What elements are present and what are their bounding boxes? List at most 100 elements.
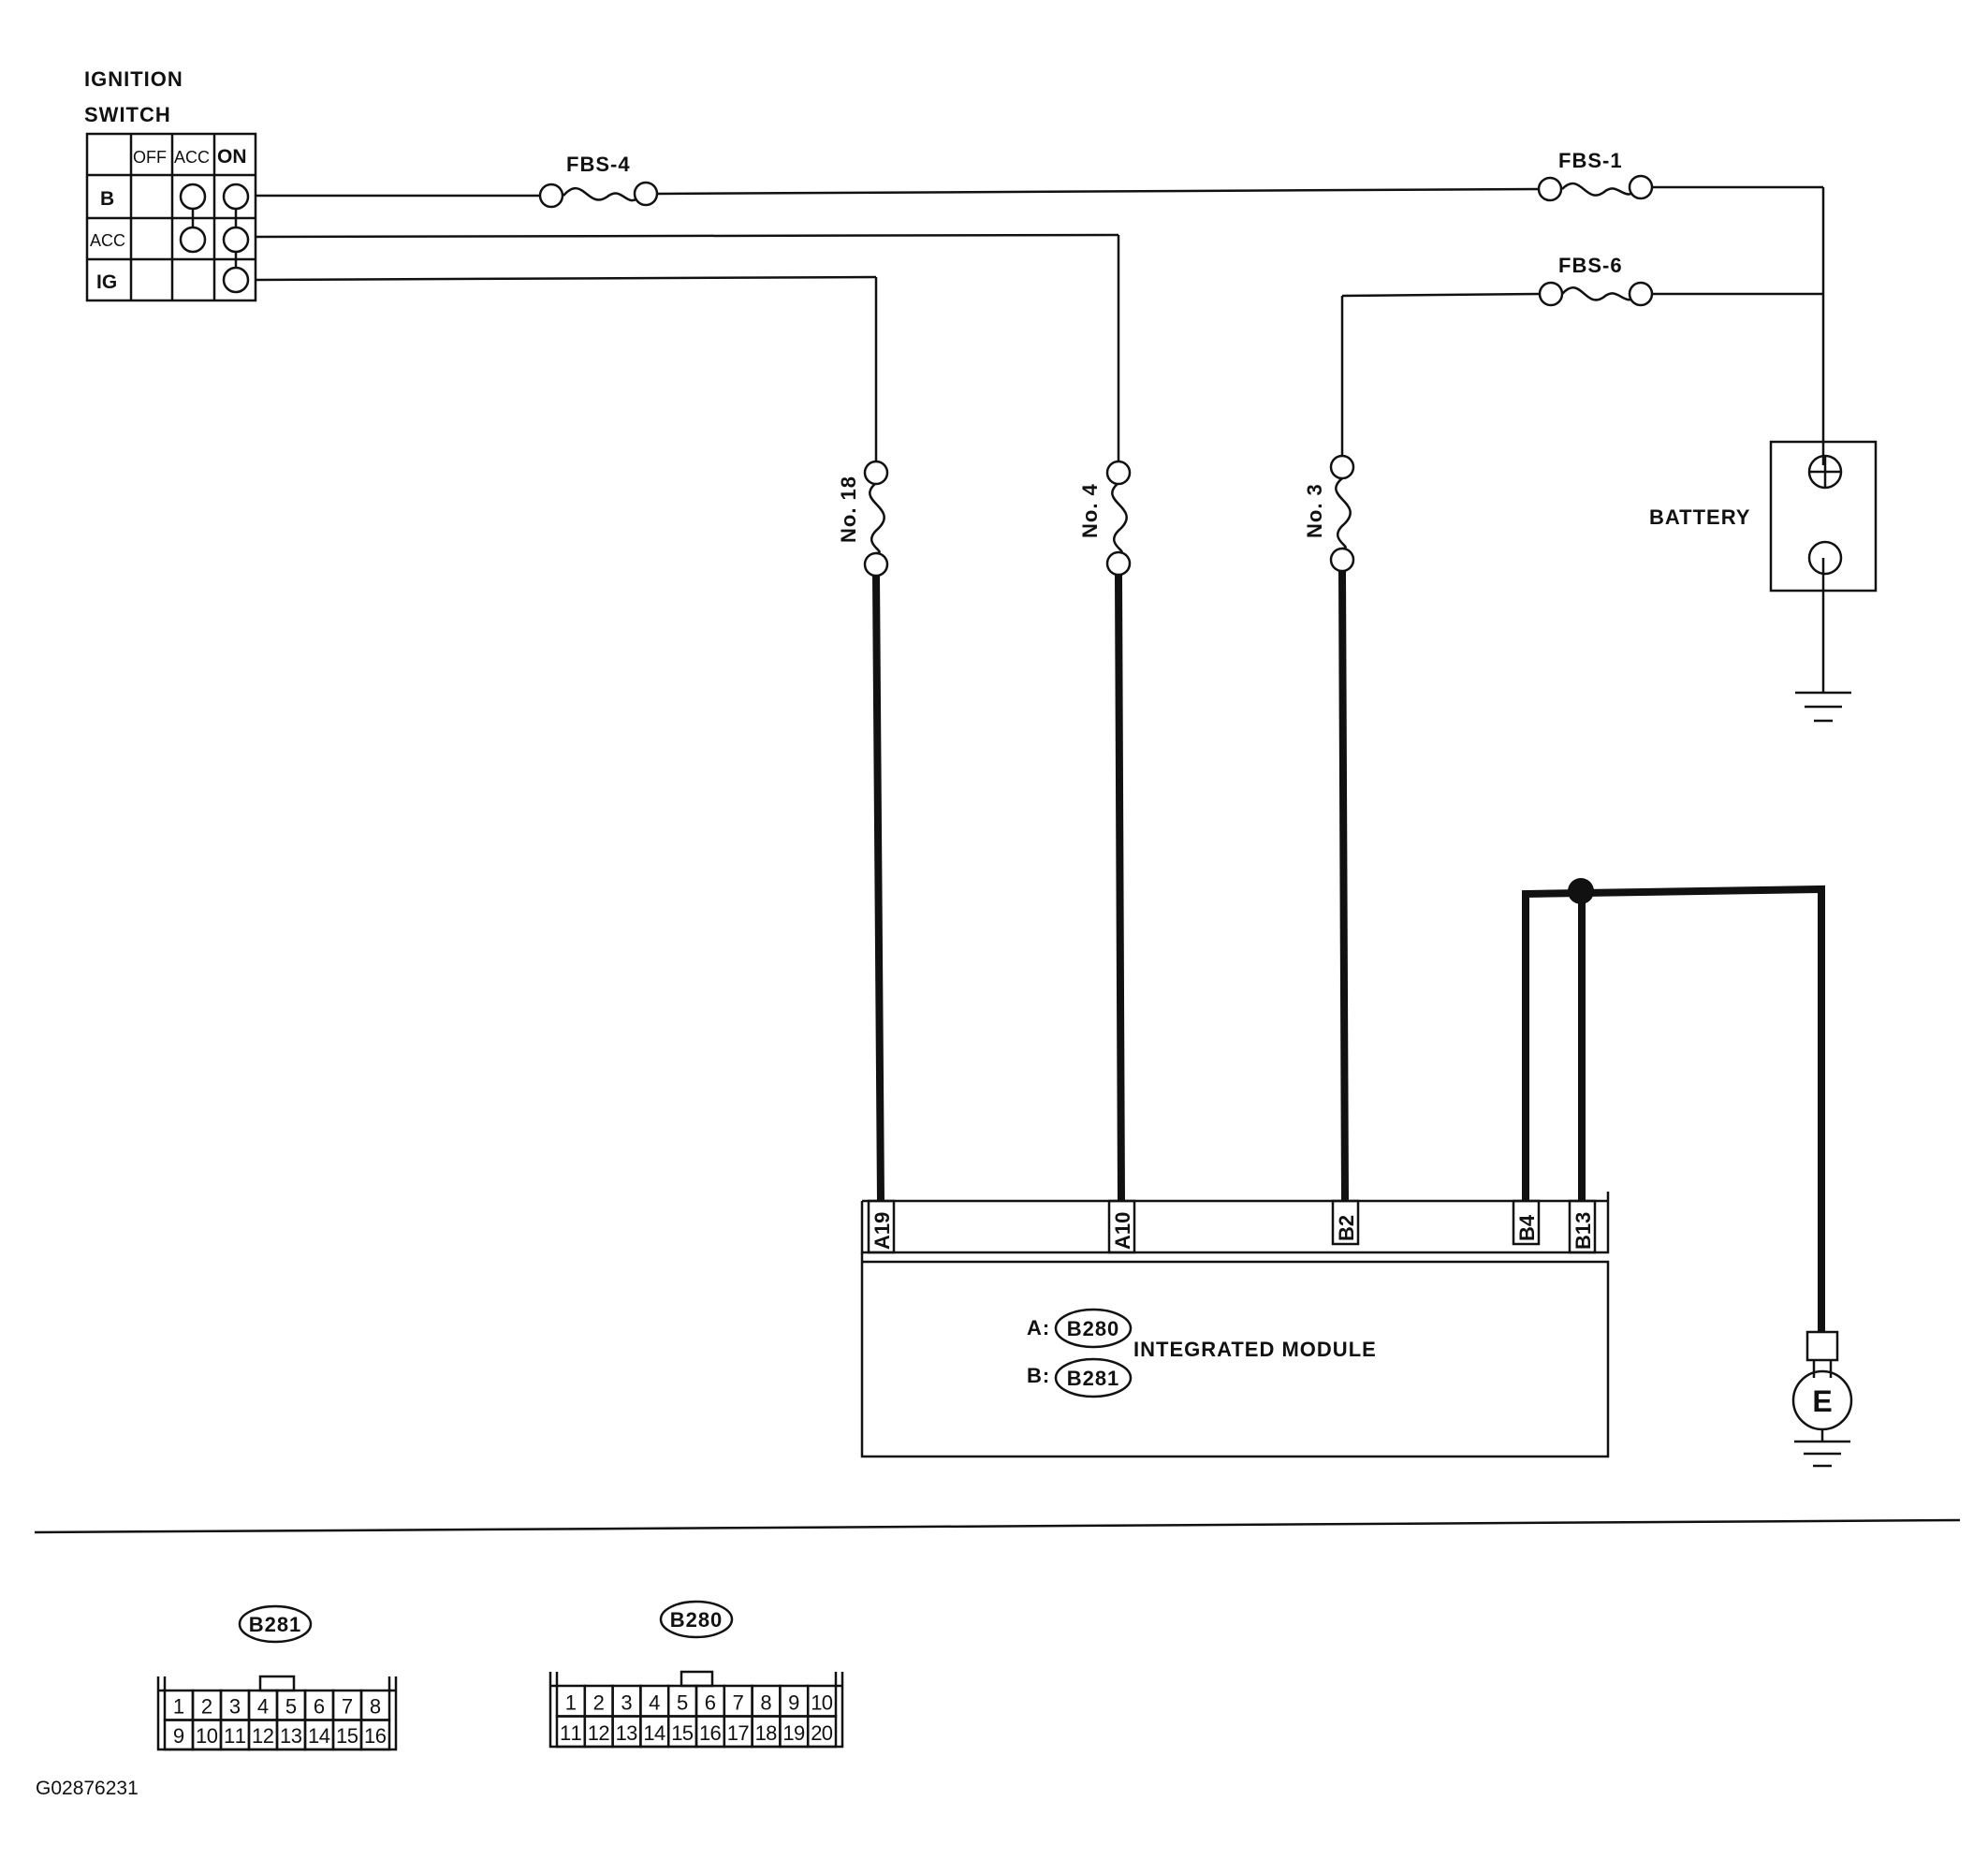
connector-pin-label: 2 [201,1695,212,1719]
wire-fbs-6 [1340,292,1823,467]
connector-b280-latch [680,1670,714,1688]
connector-pin-cell [806,1715,838,1749]
fuse-fbs-6-label: FBS-6 [1558,254,1623,277]
fuse-no-18-label: No. 18 [837,476,860,543]
wire-to-a19 [872,575,884,1202]
switch-contact-acc-acc [179,226,207,254]
connector-pin-label: 8 [760,1691,771,1715]
battery: BATTERY [1649,440,1878,723]
battery-label: BATTERY [1649,505,1750,529]
connector-pin-label: 5 [285,1695,297,1719]
svg-text:B13: B13 [1571,1212,1595,1250]
connector-pin-label: 10 [811,1691,833,1715]
connector-pin-label: 12 [588,1721,610,1745]
integrated-module: A19 A10 B2 B4 B13 A: B280 B: B281 INTEGR… [860,1192,1610,1458]
connector-pin-label: 15 [336,1724,358,1748]
module-pin-b4: B4 [1512,1199,1541,1246]
module-pin-b13: B13 [1568,1199,1597,1254]
connector-pin-label: 7 [733,1691,744,1715]
fuse-fbs-4-label: FBS-4 [566,153,631,176]
wire-to-a10 [1115,574,1125,1202]
switch-contact-b-acc [179,183,207,211]
connector-pin-label: 14 [308,1724,330,1748]
connector-pin-cell [359,1719,391,1751]
connector-pin-label: 1 [565,1691,577,1715]
connector-pin-label: 6 [314,1695,325,1719]
module-connector-a-prefix: A: [1027,1316,1050,1339]
fuse-no-4: No. 4 [1078,460,1132,577]
connector-pin-label: 3 [229,1695,241,1719]
connector-pin-label: 10 [196,1724,218,1748]
fuse-no-4-label: No. 4 [1078,483,1102,538]
wire-b-line [256,185,1825,465]
connector-pin-label: 5 [677,1691,688,1715]
splice-junction [1568,878,1594,904]
connector-pin-label: 19 [782,1721,805,1745]
svg-text:A19: A19 [870,1212,894,1250]
switch-contact-acc-on [222,226,250,254]
battery-ground-icon [1795,691,1851,723]
ignition-switch: IGNITION SWITCH OFF ACC ON B ACC IG [84,67,257,302]
module-connector-b-prefix: B: [1027,1364,1050,1387]
connector-pin-label: 16 [364,1724,387,1748]
module-connector-b-badge [1054,1357,1133,1398]
wire-ig-line [255,275,878,461]
connector-b281-latch [258,1675,296,1692]
module-connector-b: B281 [1067,1367,1120,1390]
fuse-fbs-4: FBS-4 [538,153,659,209]
connector-pin-label: 7 [342,1695,353,1719]
wire-to-b2 [1338,570,1349,1202]
integrated-module-label: INTEGRATED MODULE [1133,1338,1377,1361]
switch-contact-b-on [222,183,250,211]
connector-pin-label: 9 [173,1724,184,1748]
connector-pin-label: 2 [593,1691,605,1715]
connector-pin-label: 9 [788,1691,799,1715]
ignition-switch-table: OFF ACC ON B ACC IG [85,132,257,302]
fuse-fbs-6: FBS-6 [1538,254,1654,307]
connector-b281-badge [238,1604,313,1644]
fuse-no-3: No. 3 [1303,454,1355,573]
connector-pin-label: 4 [257,1695,269,1719]
ground-icon [1794,1440,1850,1468]
switch-row-b: B [100,188,114,210]
fuse-fbs-1-label: FBS-1 [1558,149,1623,172]
module-pin-a19: A19 [867,1199,896,1254]
connector-pin-label: 6 [705,1691,716,1715]
ignition-switch-title-line2: SWITCH [84,103,171,126]
module-pin-a10: A10 [1107,1199,1136,1254]
switch-col-on: ON [217,146,247,168]
connector-pin-label: 17 [727,1721,750,1745]
connector-pin-label: 16 [699,1721,722,1745]
svg-text:A10: A10 [1111,1212,1134,1250]
module-pin-b2: B2 [1331,1199,1360,1246]
connector-pin-label: 8 [370,1695,381,1719]
switch-row-ig: IG [96,271,117,293]
connector-pin-label: 13 [616,1721,638,1745]
connector-pin-label: 14 [643,1721,665,1745]
connector-b281-name: B281 [249,1613,302,1636]
connector-pin-label: 11 [224,1724,246,1748]
connector-pin-label: 15 [671,1721,694,1745]
connector-pin-label: 20 [811,1721,833,1745]
svg-text:B4: B4 [1515,1214,1539,1241]
fuse-no-18: No. 18 [837,460,889,578]
module-connector-a-badge [1054,1308,1133,1349]
connector-b280-badge [659,1600,734,1639]
ground-e-label: E [1812,1384,1832,1418]
connector-b280-name: B280 [670,1608,724,1632]
ignition-switch-title-line1: IGNITION [84,67,183,91]
switch-row-acc: ACC [90,231,125,250]
connector-pin-label: 1 [173,1695,184,1719]
connector-pin-label: 3 [621,1691,632,1715]
connector-pin-label: 13 [280,1724,302,1748]
connector-pin-label: 11 [560,1721,582,1745]
switch-col-acc: ACC [174,148,210,167]
section-divider [34,1518,1961,1534]
fuse-fbs-1: FBS-1 [1537,149,1654,202]
module-connector-a: B280 [1067,1317,1120,1340]
svg-text:B2: B2 [1335,1215,1358,1241]
